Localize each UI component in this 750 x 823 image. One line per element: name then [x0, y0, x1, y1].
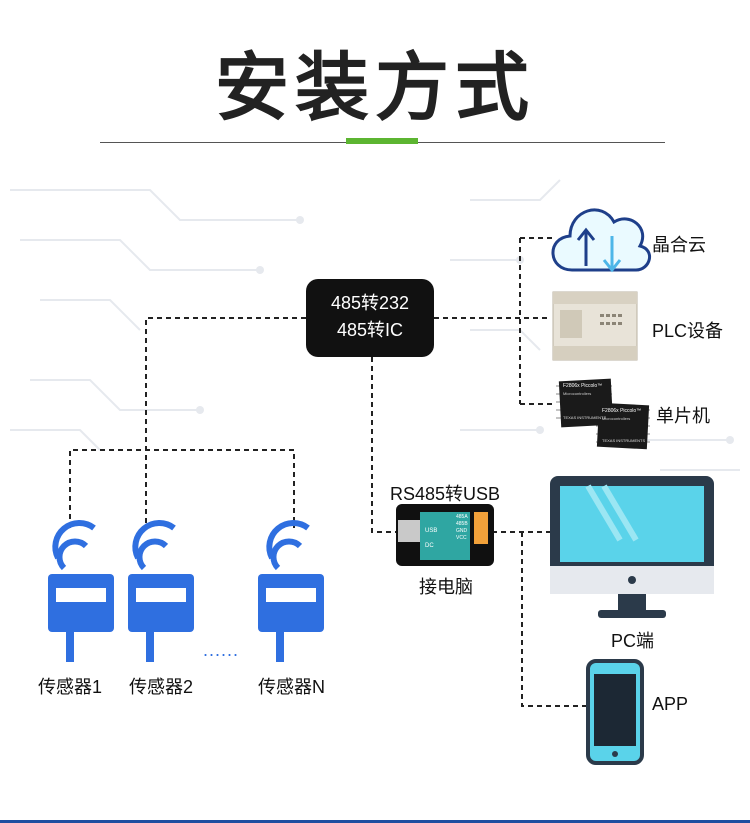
sensor-2-label: 传感器2	[129, 677, 194, 697]
cloud-label: 晶合云	[652, 235, 706, 255]
chip-name-b: F2806x Piccolo™	[602, 408, 642, 414]
sensor-ellipsis: ......	[203, 640, 240, 660]
usb-adapter-bottom-label: 接电脑	[419, 577, 473, 597]
bottom-border	[0, 820, 750, 823]
line-sensors-to-converter	[145, 317, 306, 528]
chip-name-a: F2806x Piccolo™	[563, 383, 603, 389]
page-title: 安装方式	[215, 45, 535, 131]
wireless-sensor-icon-2	[128, 520, 194, 662]
plc-label: PLC设备	[652, 321, 724, 341]
app-label: APP	[652, 694, 689, 714]
usb-adapter-top-label: RS485转USB	[390, 484, 501, 504]
usb-board-dc: DC	[425, 543, 434, 549]
mcu-label: 单片机	[656, 406, 710, 426]
wireless-sensor-icon-1	[48, 520, 114, 662]
title-rule-accent	[346, 138, 418, 144]
line-sensor-bus	[69, 449, 295, 528]
usb-board-pin-3: GND	[456, 528, 468, 534]
chip-sub-b: Microcontrollers	[602, 416, 631, 421]
pc-label: PC端	[611, 631, 655, 651]
line-converter-to-usb	[371, 357, 398, 533]
converter-box: 485转232 485转IC	[306, 279, 434, 357]
sensor-1-label: 传感器1	[38, 677, 103, 697]
chip-brand-b: TEXAS INSTRUMENTS	[602, 438, 646, 443]
converter-line2: 485转IC	[336, 320, 404, 340]
usb-board-text: USB	[425, 528, 438, 534]
chip-sub-a: Microcontrollers	[563, 391, 592, 396]
usb-board-pin-2: 485B	[456, 521, 468, 527]
chip-brand-a: TEXAS INSTRUMENTS	[563, 415, 607, 420]
wireless-sensor-icon-n	[258, 520, 324, 662]
sensor-n-label: 传感器N	[258, 677, 325, 697]
usb-board-pin-4: VCC	[456, 535, 467, 541]
line-pc-to-app	[521, 532, 588, 707]
usb-board-pin-1: 485A	[456, 514, 468, 520]
converter-line1: 485转232	[330, 293, 410, 313]
